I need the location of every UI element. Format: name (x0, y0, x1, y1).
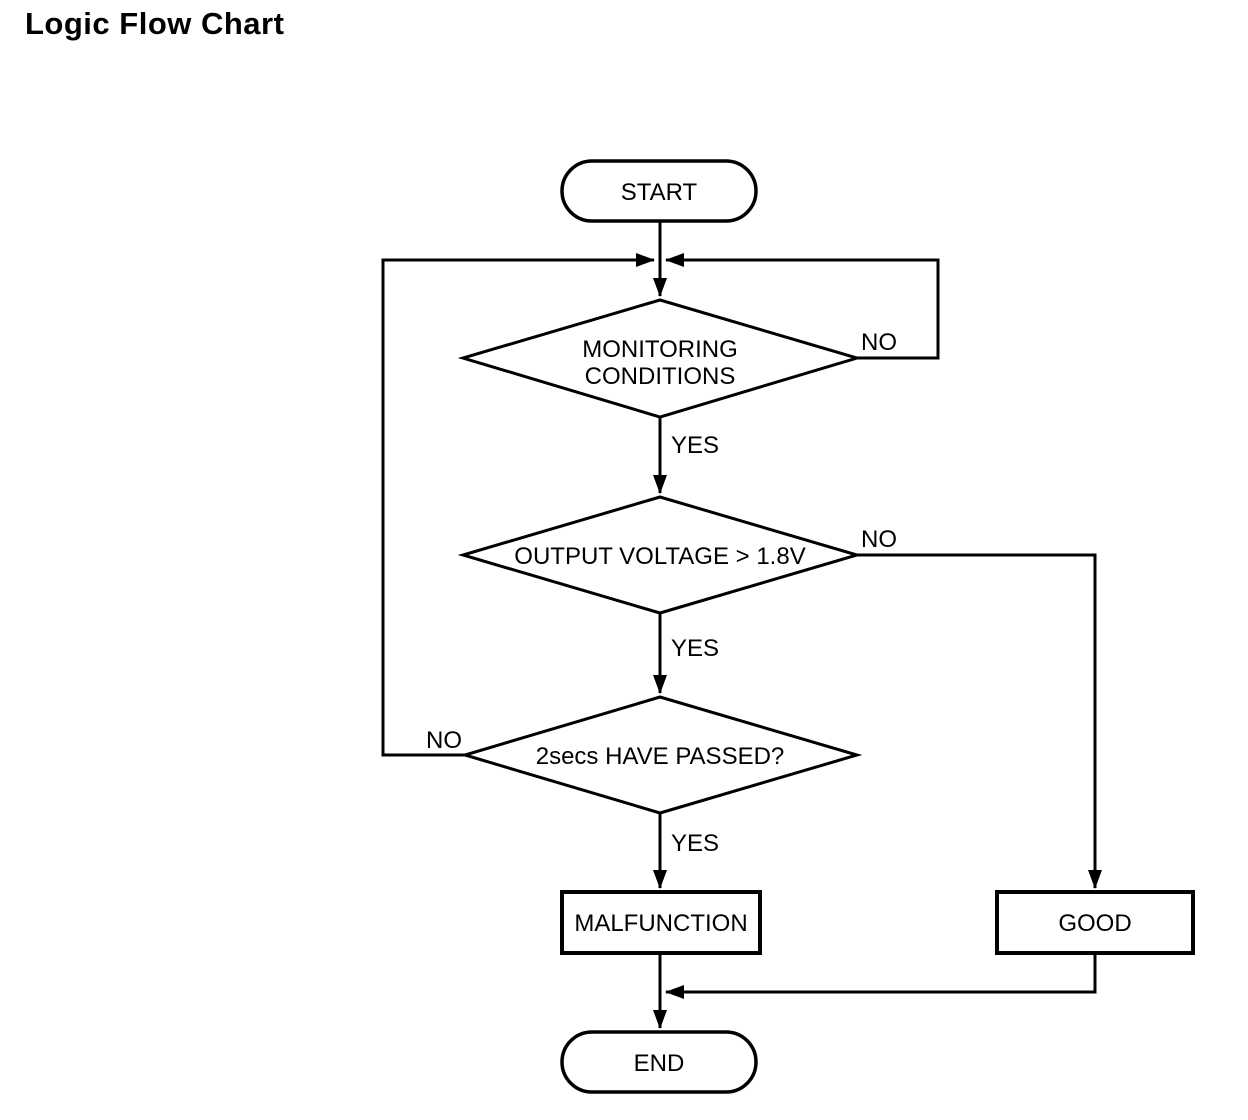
node-good: GOOD (995, 890, 1195, 955)
end-terminator-shape (560, 1030, 758, 1094)
voltage-yes-label: YES (671, 635, 719, 662)
passed-decision-shape (459, 695, 863, 815)
passed-yes-label: YES (671, 830, 719, 857)
malfunction-process-shape (560, 890, 762, 955)
edge-labels-group: YES NO YES NO YES NO (426, 329, 897, 857)
end-label: END (634, 1050, 685, 1077)
edge-monitoring-no-loop (665, 253, 940, 360)
node-malfunction: MALFUNCTION (560, 890, 762, 955)
edge-passed-no-loop (381, 253, 655, 757)
malfunction-label: MALFUNCTION (574, 910, 747, 937)
start-label: START (621, 179, 698, 206)
passed-label: 2secs HAVE PASSED? (536, 743, 785, 770)
passed-no-label: NO (426, 727, 462, 754)
monitoring-label-line2: CONDITIONS (585, 363, 736, 390)
node-secs-passed: 2secs HAVE PASSED? (459, 695, 863, 815)
good-label: GOOD (1058, 910, 1131, 937)
start-terminator-shape (560, 159, 758, 223)
edges-group (381, 221, 1102, 1029)
monitoring-no-label: NO (861, 329, 897, 356)
node-start: START (560, 159, 758, 223)
edge-voltage-no (857, 553, 1102, 889)
page-title: Logic Flow Chart (25, 6, 285, 41)
voltage-label: OUTPUT VOLTAGE > 1.8V (514, 543, 805, 570)
node-end: END (560, 1030, 758, 1094)
node-monitoring-conditions: MONITORING CONDITIONS (457, 298, 863, 419)
monitoring-decision-shape (457, 298, 863, 419)
monitoring-label-line1: MONITORING (582, 336, 738, 363)
edge-good-to-end (665, 953, 1097, 999)
voltage-decision-shape (457, 495, 863, 615)
monitoring-yes-label: YES (671, 432, 719, 459)
node-output-voltage: OUTPUT VOLTAGE > 1.8V (457, 495, 863, 615)
voltage-no-label: NO (861, 526, 897, 553)
good-process-shape (995, 890, 1195, 955)
